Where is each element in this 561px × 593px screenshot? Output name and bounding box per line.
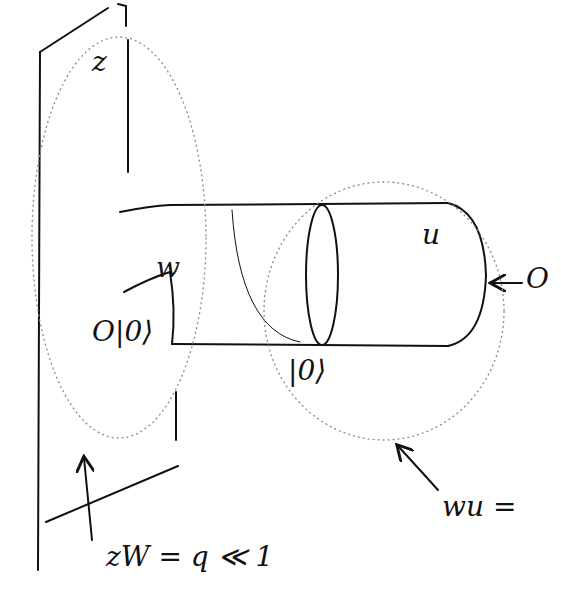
tube-mouth bbox=[120, 205, 170, 212]
node-text: u bbox=[422, 220, 440, 251]
dotted-outline bbox=[30, 35, 208, 440]
region-ellipse: z wO|0⟩ bbox=[30, 35, 208, 440]
leader-arrow bbox=[398, 446, 438, 490]
equation-label: wu = bbox=[442, 492, 516, 523]
tube-cross-section bbox=[306, 205, 338, 345]
tube-cap bbox=[448, 203, 486, 346]
plane-edge bbox=[40, 8, 108, 52]
plane-edge bbox=[175, 392, 177, 440]
leader-arrow bbox=[492, 282, 522, 284]
node-text: z bbox=[92, 47, 107, 78]
tube-edge bbox=[172, 344, 448, 346]
region-ellipse: |0⟩ u bbox=[262, 180, 506, 442]
leader-arrow bbox=[84, 458, 92, 540]
plane-edge bbox=[46, 466, 178, 522]
shading bbox=[232, 210, 300, 342]
tube-edge bbox=[170, 203, 448, 205]
node-text: |0⟩ bbox=[288, 356, 326, 387]
node-text: w bbox=[156, 253, 180, 284]
operator-label: O bbox=[526, 264, 549, 295]
plane-edge bbox=[127, 40, 129, 172]
dotted-outline bbox=[262, 180, 506, 442]
node-text: O|0⟩ bbox=[92, 317, 153, 348]
plane-edge bbox=[118, 4, 126, 26]
equation-label: zW = q ≪ 1 bbox=[106, 542, 273, 573]
